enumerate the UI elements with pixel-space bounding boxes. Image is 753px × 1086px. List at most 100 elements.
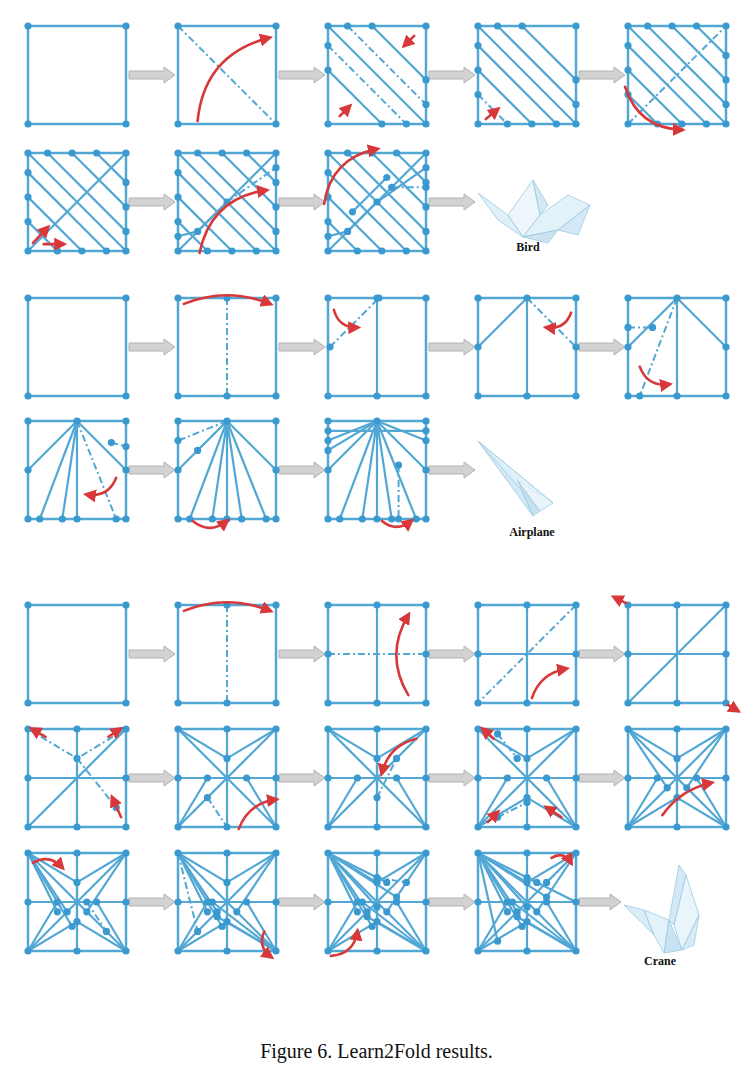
vertex-dot [693, 22, 700, 29]
paper-outline [478, 298, 576, 396]
paper-outline [178, 421, 276, 519]
crease-square [24, 601, 129, 706]
vertex-dot [174, 947, 181, 954]
vertex-dot [24, 194, 31, 201]
step-arrow [429, 646, 475, 662]
vertex-dot [722, 52, 729, 59]
vertex-dot [174, 22, 181, 29]
crease-line [677, 298, 726, 347]
crease-line [628, 778, 657, 827]
crease-square [174, 725, 279, 830]
vertex-dot [395, 462, 402, 469]
crease-line [478, 902, 507, 951]
vertex-dot [523, 294, 530, 301]
vertex-dot [572, 823, 579, 830]
paper-facet [682, 915, 699, 950]
vertex-dot [383, 174, 390, 181]
step-arrow [429, 770, 475, 786]
crease-line [362, 902, 426, 951]
crease-square [24, 294, 129, 399]
crease-line [178, 153, 276, 251]
vertex-dot [422, 101, 429, 108]
vertex-dot [722, 725, 729, 732]
vertex-dot [722, 650, 729, 657]
step-arrow [279, 770, 325, 786]
vertex-dot [122, 203, 129, 210]
paper-outline [28, 605, 126, 703]
vertex-dot [354, 774, 361, 781]
vertex-dot [44, 149, 51, 156]
crease-line [367, 917, 426, 951]
vertex-dot [422, 437, 429, 444]
fold-line [207, 798, 227, 827]
crease-line [77, 853, 126, 882]
vertex-dot [373, 198, 380, 205]
vertex-dot [24, 774, 31, 781]
model-label: Bird [516, 241, 539, 254]
crease-square [474, 294, 579, 399]
vertex-dot [324, 149, 331, 156]
vertex-dot [24, 823, 31, 830]
crease-line [178, 729, 276, 827]
vertex-dot [174, 725, 181, 732]
vertex-dot [624, 67, 631, 74]
crease-line [377, 421, 416, 519]
vertex-dot [519, 22, 526, 29]
vertex-dot [223, 823, 230, 830]
vertex-dot [572, 392, 579, 399]
vertex-dot [174, 601, 181, 608]
vertex-dot [624, 823, 631, 830]
vertex-dot [204, 774, 211, 781]
vertex-dot [78, 247, 85, 254]
vertex-dot [36, 515, 43, 522]
paper-facet [558, 205, 590, 235]
vertex-dot [272, 898, 279, 905]
crease-line [397, 778, 426, 827]
vertex-dot [24, 169, 31, 176]
vertex-dot [673, 294, 680, 301]
vertex-dot [223, 849, 230, 856]
vertex-dot [624, 294, 631, 301]
crease-line [628, 605, 726, 703]
vertex-dot [722, 601, 729, 608]
crease-line [628, 298, 677, 347]
vertex-dot [324, 823, 331, 830]
vertex-dot [474, 42, 481, 49]
vertex-dot [272, 22, 279, 29]
fold-arrow [396, 615, 408, 695]
paper-facet [533, 180, 548, 215]
vertex-dot [572, 699, 579, 706]
vertex-dot [73, 849, 80, 856]
vertex-dot [494, 938, 501, 945]
vertex-dot [383, 879, 390, 886]
crease-line [328, 153, 426, 251]
crease-line [178, 729, 276, 827]
vertex-dot [272, 294, 279, 301]
vertex-dot [359, 898, 366, 905]
crease-line [362, 421, 377, 519]
vertex-dot [272, 725, 279, 732]
fold-arrow [87, 478, 116, 495]
vertex-dot [474, 601, 481, 608]
vertex-dot [122, 22, 129, 29]
fold-line [498, 734, 518, 759]
paper-outline [478, 26, 576, 124]
vertex-dot [422, 164, 429, 171]
vertex-dot [572, 76, 579, 83]
fold-arrow [184, 602, 270, 611]
vertex-dot [194, 928, 201, 935]
crease-line [527, 729, 576, 758]
vertex-dot [373, 392, 380, 399]
vertex-dot [73, 755, 80, 762]
vertex-dot [253, 247, 260, 254]
vertex-dot [678, 120, 685, 127]
vertex-dot [122, 228, 129, 235]
fold-arrow [239, 800, 276, 829]
vertex-dot [174, 898, 181, 905]
vertex-dot [324, 417, 331, 424]
vertex-dot [572, 22, 579, 29]
crease-line [676, 729, 678, 827]
crease-line [28, 153, 126, 251]
crease-square [474, 601, 579, 706]
vertex-dot [59, 515, 66, 522]
